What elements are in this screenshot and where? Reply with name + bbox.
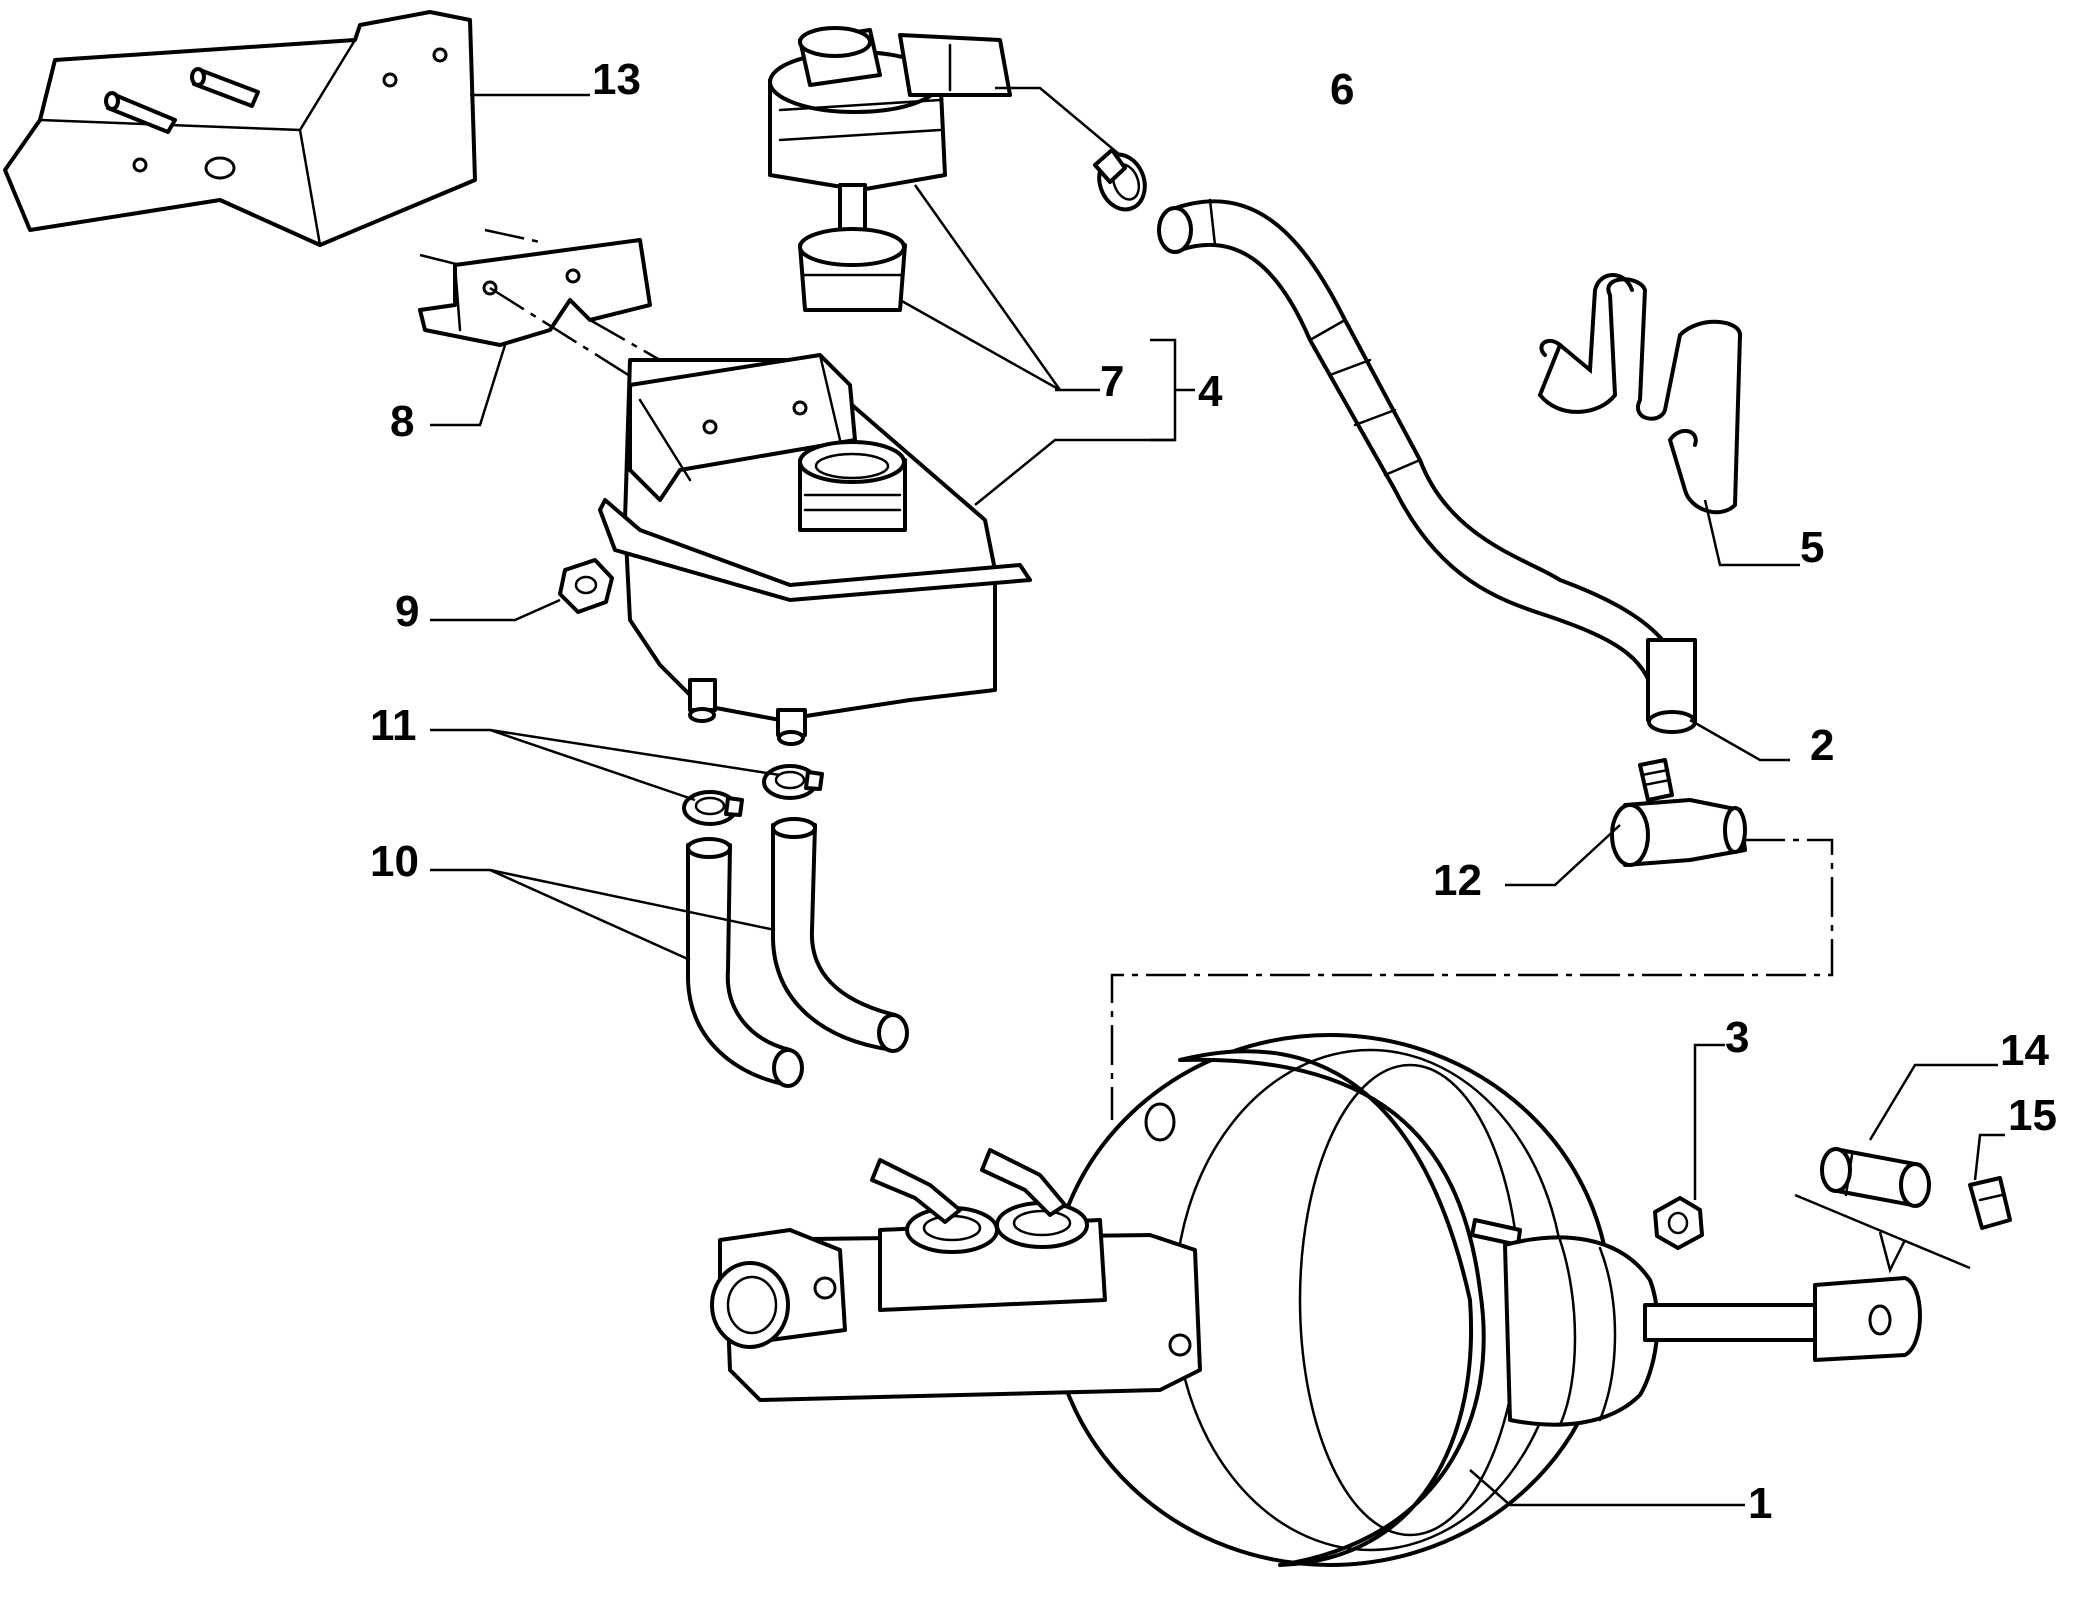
- callout-1: 1: [1748, 1479, 1772, 1528]
- callout-11: 11: [370, 701, 417, 750]
- master-cylinder: [710, 1148, 1202, 1402]
- callout-12: 12: [1433, 856, 1482, 905]
- callout-8: 8: [390, 397, 414, 446]
- callout-2: 2: [1810, 721, 1834, 770]
- part-7-reservoir-cap: [768, 26, 1012, 312]
- part-4-fluid-reservoir: [598, 353, 1032, 746]
- callout-5: 5: [1800, 523, 1824, 572]
- part-8-small-bracket: [418, 238, 652, 347]
- part-9-nut: [558, 558, 614, 614]
- part-14-pin: [1820, 1147, 1931, 1208]
- callout-3: 3: [1725, 1013, 1749, 1062]
- part-6-hose-clamp: [1093, 148, 1147, 212]
- part-5-spring-clip: [1537, 273, 1743, 515]
- section-indicator: [1794, 1193, 1971, 1274]
- callout-7: 7: [1100, 357, 1124, 406]
- callout-14: 14: [2000, 1026, 2049, 1075]
- callout-labels: 13 6 7 4 8 5 9 2 11 12 10 3 14 15 1: [370, 55, 2057, 1528]
- part-3-nut: [1653, 1196, 1704, 1250]
- part-2-vacuum-hose: [1157, 198, 1697, 734]
- callout-6: 6: [1330, 65, 1354, 114]
- callout-13: 13: [592, 55, 641, 104]
- part-11-hose-clamps: [682, 764, 824, 826]
- part-12-check-valve: [1610, 758, 1747, 867]
- part-13-mounting-bracket: [3, 10, 477, 247]
- part-15-clip: [1968, 1176, 2012, 1230]
- callout-4: 4: [1198, 367, 1223, 416]
- alignment-lines-lower: [1110, 838, 1834, 1120]
- callout-15: 15: [2008, 1091, 2057, 1140]
- part-1-brake-booster: [1048, 1033, 1922, 1567]
- callout-10: 10: [370, 837, 419, 886]
- part-10-fluid-hoses: [686, 817, 909, 1088]
- callout-9: 9: [395, 587, 419, 636]
- leader-lines: [430, 86, 2005, 1507]
